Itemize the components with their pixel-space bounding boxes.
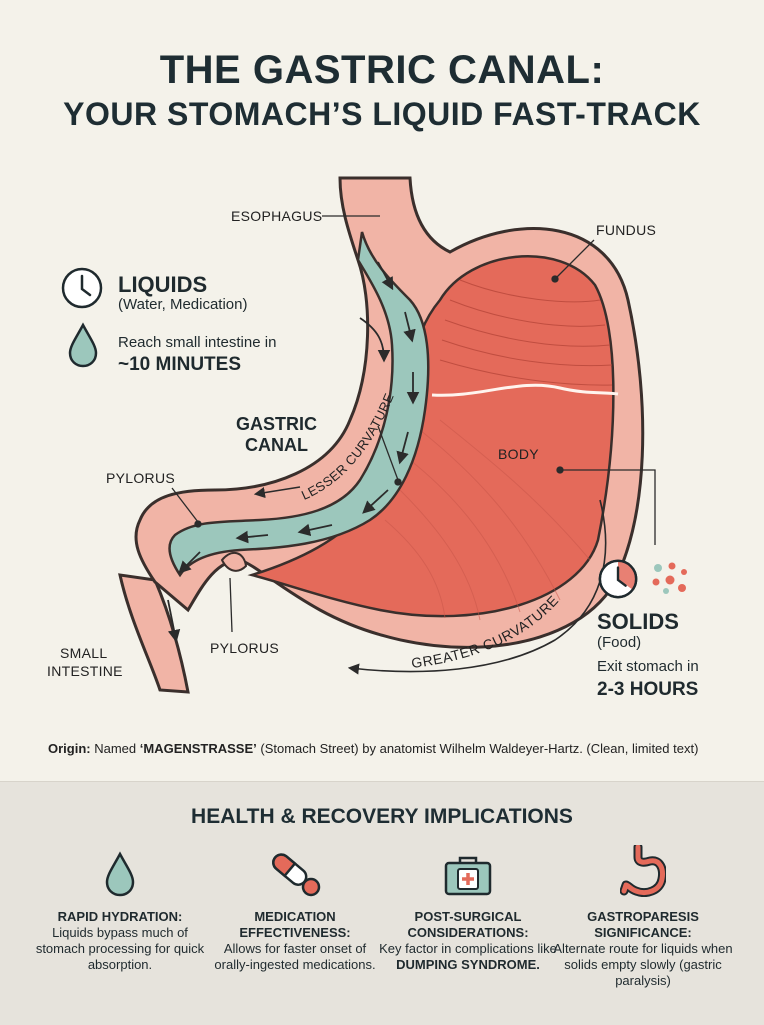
liquids-title: LIQUIDS bbox=[118, 272, 208, 297]
leader-lines bbox=[171, 215, 656, 633]
fundus-label: FUNDUS bbox=[596, 222, 657, 238]
implications-title: HEALTH & RECOVERY IMPLICATIONS bbox=[191, 805, 573, 828]
solids-title: SOLIDS bbox=[597, 609, 679, 634]
implication-item: RAPID HYDRATION: Liquids bypass much of … bbox=[30, 843, 210, 973]
solids-exit-text: Exit stomach in bbox=[597, 658, 699, 675]
canal-flow-arrows bbox=[167, 261, 420, 643]
gastric-canal-label-line1: GASTRIC bbox=[236, 414, 317, 434]
implication-item: MEDICATION EFFECTIVENESS: Allows for fas… bbox=[205, 843, 385, 973]
greater-curvature-arrow bbox=[347, 499, 607, 675]
page-title: THE GASTRIC CANAL: bbox=[159, 48, 605, 92]
pylorus-lower-label: PYLORUS bbox=[210, 640, 280, 656]
origin-text2: (Stomach Street) by anatomist Wilhelm Wa… bbox=[256, 741, 699, 756]
origin-prefix: Origin: bbox=[48, 741, 91, 756]
pylorus-sphincter bbox=[220, 551, 248, 572]
pylorus-upper-label: PYLORUS bbox=[106, 470, 176, 486]
food-particles-icon bbox=[652, 562, 687, 594]
body-label: BODY bbox=[498, 446, 539, 462]
origin-note: Origin: Named ‘MAGENSTRASSE’ (Stomach St… bbox=[48, 741, 698, 756]
liquid-entry-arrow bbox=[359, 317, 391, 363]
implication-desc: Key factor in complications like DUMPING… bbox=[378, 941, 558, 973]
origin-name: ‘MAGENSTRASSE’ bbox=[139, 741, 257, 756]
implication-desc-text: Key factor in complications like bbox=[379, 941, 557, 956]
implication-desc: Allows for faster onset of orally-ingest… bbox=[214, 941, 376, 972]
implication-title: MEDICATION EFFECTIVENESS: bbox=[239, 909, 351, 940]
esophagus-label: ESOPHAGUS bbox=[231, 208, 323, 224]
small-intestine-label-line1: SMALL bbox=[60, 645, 108, 661]
body-muscle-lines bbox=[384, 419, 591, 621]
gastric-canal bbox=[168, 231, 430, 578]
stomach-icon bbox=[620, 845, 666, 897]
implication-desc-bold: DUMPING SYNDROME. bbox=[396, 957, 540, 972]
liquids-time: ~10 MINUTES bbox=[118, 354, 242, 375]
small-intestine-label: SMALL INTESTINE bbox=[47, 644, 123, 680]
clock-icon bbox=[61, 267, 103, 309]
solids-subtitle: (Food) bbox=[597, 634, 642, 651]
small-intestine-label-line2: INTESTINE bbox=[47, 663, 123, 679]
fluid-line bbox=[431, 383, 619, 397]
clock-icon bbox=[598, 559, 638, 599]
implication-item: GASTROPARESIS SIGNIFICANCE: Alternate ro… bbox=[553, 843, 733, 989]
solids-time: 2-3 HOURS bbox=[597, 679, 699, 700]
stomach-diagram: LESSER CURVATURE GREATER CURVATURE bbox=[118, 176, 656, 694]
implication-title: GASTROPARESIS SIGNIFICANCE: bbox=[587, 909, 699, 940]
origin-text1: Named bbox=[90, 741, 140, 756]
implication-title: RAPID HYDRATION: bbox=[57, 909, 183, 924]
small-intestine bbox=[118, 573, 190, 694]
implication-desc: Alternate route for liquids when solids … bbox=[553, 941, 733, 988]
gastric-canal-label-line2: CANAL bbox=[245, 435, 308, 455]
implication-title: POST-SURGICAL CONSIDERATIONS: bbox=[407, 909, 529, 940]
first-aid-kit-icon bbox=[444, 856, 492, 896]
liquids-reach-text: Reach small intestine in bbox=[118, 334, 277, 351]
implication-desc: Liquids bypass much of stomach processin… bbox=[35, 925, 205, 972]
fundus-muscle-lines bbox=[439, 279, 613, 386]
implication-item: POST-SURGICAL CONSIDERATIONS: Key factor… bbox=[378, 843, 558, 973]
implications-panel: HEALTH & RECOVERY IMPLICATIONS RAPID HYD… bbox=[0, 781, 764, 1025]
lesser-curvature-arrow bbox=[253, 486, 301, 499]
page-subtitle: YOUR STOMACH’S LIQUID FAST-TRACK bbox=[63, 96, 701, 132]
liquids-subtitle: (Water, Medication) bbox=[118, 296, 248, 313]
gastric-canal-label: GASTRIC CANAL bbox=[236, 414, 317, 456]
water-drop-icon bbox=[68, 322, 98, 368]
pill-icon bbox=[272, 853, 321, 897]
water-drop-icon bbox=[105, 851, 135, 897]
